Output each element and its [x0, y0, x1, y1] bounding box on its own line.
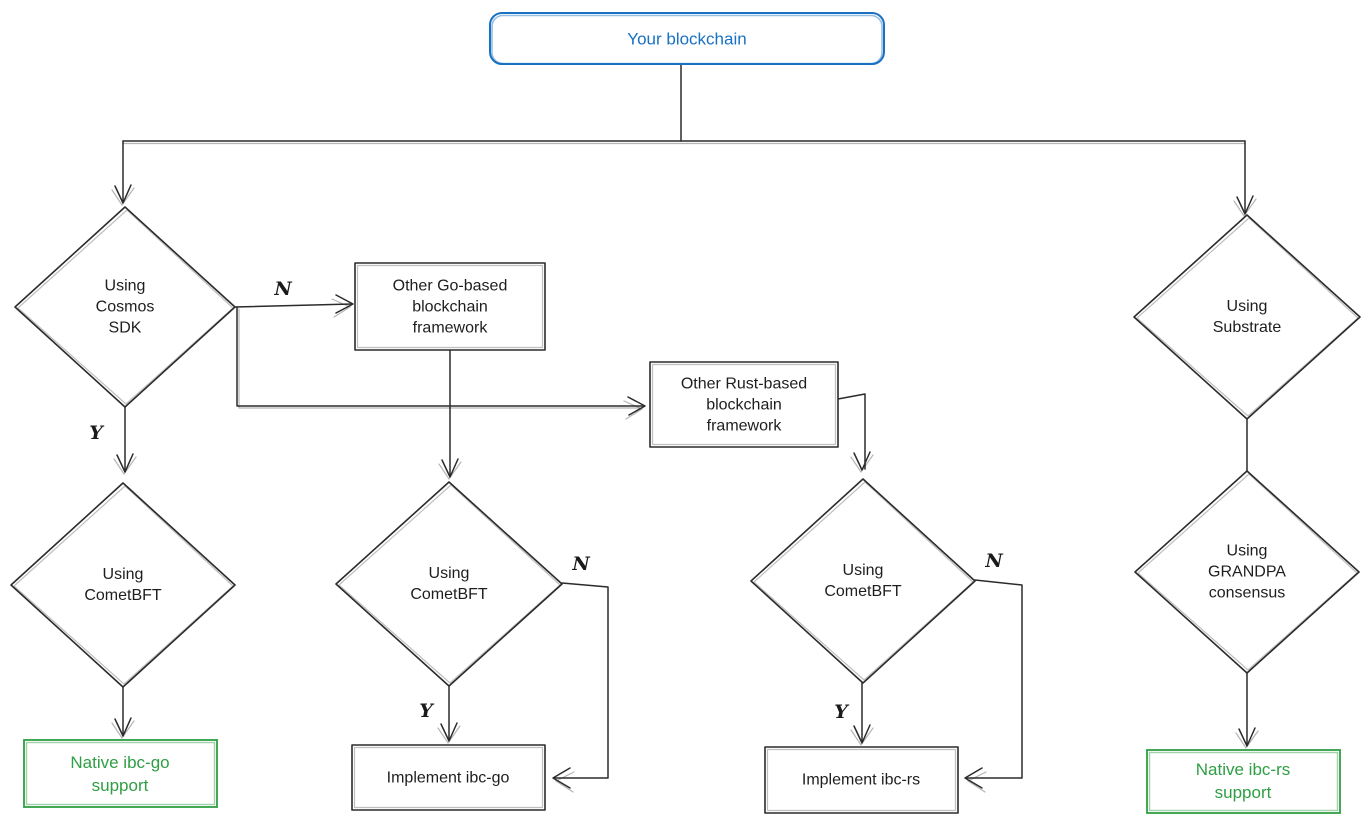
other-rust-framework-label: Other Rust-based blockchain framework: [680, 375, 808, 435]
your-blockchain-label: Your blockchain: [627, 29, 747, 49]
node-shapes: [10, 12, 1361, 814]
using-cometbft-mid-label: Using CometBFT: [410, 565, 488, 603]
arrow-down-cosmos-yes: [116, 453, 134, 473]
using-substrate-label: Using Substrate: [1212, 298, 1282, 336]
arrow-down-implement-ibc-rs: [853, 724, 871, 744]
edge-label-cometbft-mid-yes: Y: [419, 700, 433, 722]
connector-lines: [122, 63, 1248, 779]
arrow-down-cometbft-right: [853, 451, 871, 471]
arrow-down-substrate: [1236, 195, 1254, 215]
implement-ibc-go-label: Implement ibc-go: [386, 769, 510, 787]
using-cosmos-sdk-label: Using Cosmos SDK: [95, 277, 155, 337]
edge-label-cometbft-right-no: N: [985, 550, 1003, 572]
arrow-down-cometbft-mid: [441, 458, 459, 478]
using-cometbft-right-label: Using CometBFT: [824, 562, 902, 600]
arrow-right-go-box: [335, 294, 354, 314]
your-blockchain-box: [489, 12, 885, 65]
using-cometbft-right-diamond: [750, 478, 976, 684]
edge-cosmos-no-go: [234, 303, 353, 308]
arrow-left-implement-ibc-go: [552, 767, 571, 789]
arrowheads: [111, 184, 1259, 793]
arrow-right-rust-box: [627, 396, 646, 416]
edge-label-cometbft-right-yes: Y: [834, 701, 848, 723]
implement-ibc-rs-box: [764, 746, 959, 814]
edge-label-cosmos-yes: Y: [89, 422, 103, 444]
using-cometbft-mid-diamond: [335, 481, 563, 687]
edge-cometbft-mid-no: [553, 582, 609, 779]
edge-cometbft-right-no: [965, 579, 1023, 779]
using-cosmos-sdk-diamond: [14, 206, 236, 408]
native-ibc-rs-label: Native ibc-rs support: [1195, 760, 1291, 802]
native-ibc-go-box: [23, 739, 218, 808]
other-go-framework-box: [354, 262, 546, 351]
other-rust-framework-box: [649, 361, 839, 448]
arrow-left-implement-ibc-rs: [964, 767, 983, 789]
edge-cosmos-no-rust: [236, 306, 645, 407]
arrow-down-implement-ibc-go: [440, 722, 458, 742]
native-ibc-rs-box: [1146, 749, 1341, 814]
arrow-down-native-ibc-go: [114, 717, 132, 737]
using-substrate-diamond: [1133, 214, 1361, 420]
implement-ibc-go-box: [351, 744, 546, 811]
native-ibc-go-label: Native ibc-go support: [70, 753, 170, 795]
using-grandpa-diamond: [1134, 470, 1360, 674]
arrow-down-native-ibc-rs: [1238, 727, 1256, 747]
edge-rust-to-cometbft: [837, 393, 866, 470]
edge-label-cometbft-mid-no: N: [572, 553, 590, 575]
using-grandpa-label: Using GRANDPA consensus: [1208, 542, 1286, 602]
using-cometbft-left-label: Using CometBFT: [84, 566, 162, 604]
other-go-framework-label: Other Go-based blockchain framework: [392, 277, 508, 337]
using-cometbft-left-diamond: [10, 482, 236, 688]
implement-ibc-rs-label: Implement ibc-rs: [801, 771, 921, 789]
arrow-down-cosmos: [114, 184, 132, 204]
edge-label-cosmos-no: N: [274, 278, 292, 300]
